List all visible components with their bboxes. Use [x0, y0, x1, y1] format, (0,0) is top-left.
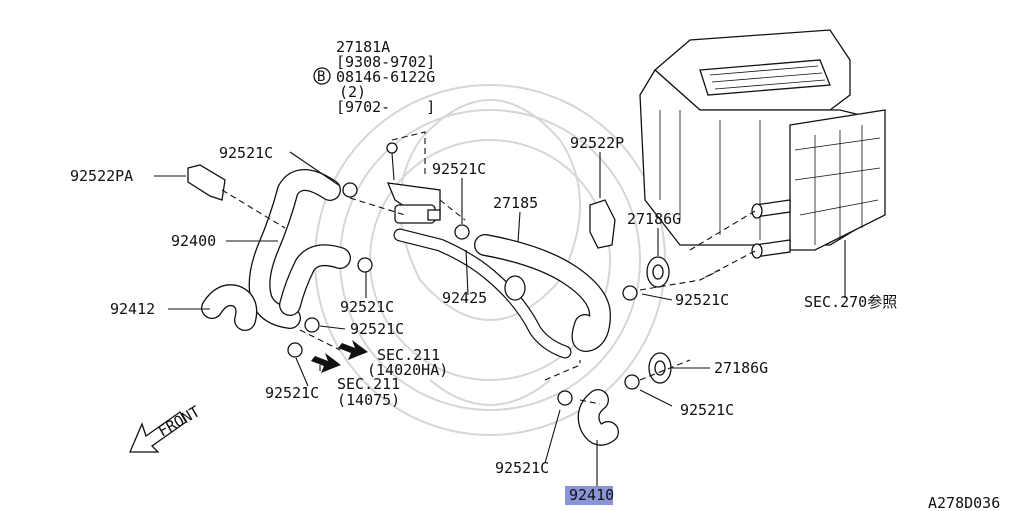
label-92521c-g: 92521C: [680, 401, 734, 419]
front-arrow: [129, 411, 187, 453]
bracket-92522p: [589, 152, 616, 249]
label-92521c-f: 92521C: [675, 291, 729, 309]
label-27186g-lower: 27186G: [714, 359, 768, 377]
label-bolt-date-range: [9702- ]: [336, 98, 435, 116]
grommet-27186g-lower: [648, 352, 710, 384]
water-valve: [386, 131, 441, 224]
hose-27185: [474, 234, 611, 352]
sec270-label: SEC.270参照: [804, 293, 897, 311]
figure-code: A278D036: [928, 494, 1000, 511]
part-highlight: [565, 486, 613, 505]
bolt-bullet-circle: [313, 67, 331, 85]
label-sec211-lower: SEC.211: [337, 375, 400, 393]
label-92522pa: 92522PA: [70, 167, 133, 185]
hose-92410: [577, 389, 619, 446]
grommet-27186g-upper: [646, 228, 670, 288]
label-92521c-c: 92521C: [350, 320, 404, 338]
heater-unit: [639, 29, 886, 298]
label-92521c-e: 92521C: [432, 160, 486, 178]
label-bolt-qty: (2): [339, 83, 366, 101]
label-sec211-upper: SEC.211: [377, 346, 440, 364]
leader-lines: [154, 151, 673, 486]
label-92522p: 92522P: [570, 134, 624, 152]
label-bolt-bullet: B: [317, 69, 325, 85]
label-92400: 92400: [171, 232, 216, 250]
bracket-92522pa: [187, 164, 286, 229]
label-front: FRONT: [155, 402, 203, 440]
label-valve-date-range: [9308-9702]: [336, 53, 435, 71]
label-92425: 92425: [442, 289, 487, 307]
clip-group: [287, 182, 640, 406]
assembly-lines: [299, 197, 721, 405]
label-sec211-lower-ref: (14075): [337, 391, 400, 409]
label-92521c-a: 92521C: [219, 144, 273, 162]
label-27185: 27185: [493, 194, 538, 212]
label-27186g-upper: 27186G: [627, 210, 681, 228]
label-92410: 92410: [569, 486, 614, 504]
hose-92400: [248, 169, 351, 329]
label-92521c-d: 92521C: [265, 384, 319, 402]
label-27181a: 27181A: [336, 38, 390, 56]
sec211-arrows: [311, 340, 368, 373]
label-92521c-h: 92521C: [495, 459, 549, 477]
label-bolt-code: 08146-6122G: [336, 68, 435, 86]
label-92412: 92412: [110, 300, 155, 318]
label-92521c-b: 92521C: [340, 298, 394, 316]
label-sec211-upper-ref: (14020HA): [367, 361, 448, 379]
hose-92412: [201, 284, 258, 331]
